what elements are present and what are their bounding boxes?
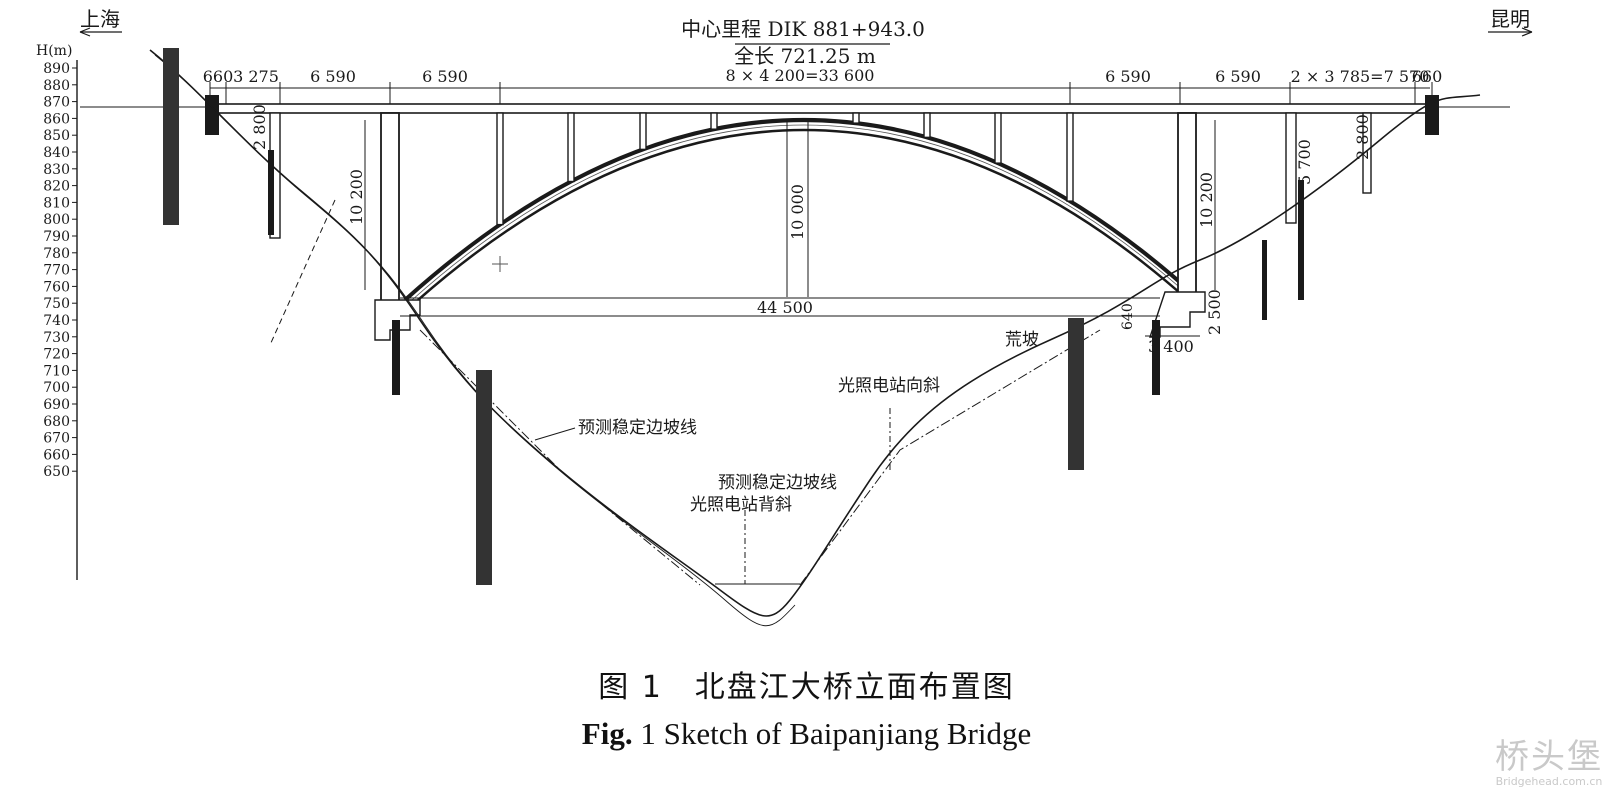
barren-slope-label: 荒坡: [1005, 330, 1039, 350]
arch-rib-lower: [417, 128, 1189, 301]
left-arrow-icon: [79, 27, 91, 37]
arch-rib-upper: [403, 118, 1202, 302]
ground-profile: [149, 49, 1481, 617]
spandrel-column: [639, 112, 647, 151]
figure-caption-cn: 图 1 北盘江大桥立面布置图: [598, 670, 1015, 705]
span-dimension-label: 660: [203, 67, 234, 86]
hatched-wall-left-top: [163, 48, 179, 225]
bridge-deck: [209, 103, 1436, 114]
axis-tick-label: 690: [43, 397, 70, 413]
axis-tick-label: 650: [43, 464, 70, 480]
span-dimension-label: 6 590: [1215, 67, 1261, 86]
left-city-label: 上海: [80, 7, 120, 31]
axis-tick-label: 730: [43, 330, 70, 346]
axis-tick-label: 850: [43, 128, 70, 144]
pier-right: [1177, 112, 1197, 304]
span-dimension-label: 3 275: [233, 67, 279, 86]
axis-tick-label: 680: [43, 414, 70, 430]
axis-label: H(m): [36, 43, 72, 59]
crosshair-icon: [492, 256, 508, 272]
watermark-site: Bridgehead.com.cn: [1495, 775, 1603, 788]
axis-tick-label: 820: [43, 179, 70, 195]
span-dimension-label: 2 × 3 785=7 570: [1291, 67, 1430, 86]
pier-height-left-label: 10 200: [347, 169, 366, 225]
right-city-label: 昆明: [1490, 7, 1530, 31]
pier-height-right-label: 10 200: [1197, 172, 1216, 228]
total-length: 全长 721.25 m: [734, 44, 876, 68]
axis-tick-label: 770: [43, 263, 70, 279]
spandrel-columns: [496, 112, 1074, 226]
span-dimension-label: 6 590: [1105, 67, 1151, 86]
axis-tick-label: 790: [43, 229, 70, 245]
spandrel-column: [994, 112, 1002, 164]
axis-tick-label: 670: [43, 431, 70, 447]
axis-tick-label: 720: [43, 347, 70, 363]
span-dimension-label: 8 × 4 200=33 600: [726, 66, 875, 85]
axis-ticks: 8908808708608508408308208108007907807707…: [43, 61, 77, 480]
hatched-wall-valley: [476, 370, 492, 585]
span-dimension-label: 6 590: [310, 67, 356, 86]
left-small-dim: 2 800: [250, 104, 269, 150]
foot-small-dim: 640: [1120, 303, 1136, 330]
hatched-wall-right: [1068, 318, 1084, 470]
watermark: 桥头堡 Bridgehead.com.cn: [1495, 739, 1603, 788]
spandrel-column: [852, 112, 860, 124]
axis-tick-label: 830: [43, 162, 70, 178]
bridge-elevation-drawing: 上海 昆明 中心里程 DIK 881+943.0 全长 721.25 m H(m…: [36, 7, 1533, 627]
watermark-name: 桥头堡: [1495, 737, 1603, 777]
axis-tick-label: 870: [43, 95, 70, 111]
axis-tick-label: 740: [43, 313, 70, 329]
span-dimension-label: 6 590: [422, 67, 468, 86]
right-small-dim-a: 5 700: [1295, 139, 1314, 185]
slope-line-right-label: 预测稳定边坡线: [718, 473, 837, 493]
axis-tick-label: 860: [43, 111, 70, 127]
arch-span-label: 44 500: [757, 298, 813, 317]
center-mileage: 中心里程 DIK 881+943.0: [681, 17, 925, 41]
right-small-dim-b: 2 800: [1353, 114, 1372, 160]
spandrel-column: [1066, 112, 1074, 202]
spandrel-column: [567, 112, 575, 183]
right-arrow-icon: [1521, 27, 1533, 37]
figure-caption-en-prefix: Fig.: [581, 716, 633, 751]
slope-line-left-label: 预测稳定边坡线: [578, 418, 697, 438]
axis-tick-label: 700: [43, 380, 70, 396]
axis-tick-label: 660: [43, 447, 70, 463]
anticline-label: 光照电站背斜: [690, 495, 792, 515]
pier-left: [380, 112, 400, 304]
foot-height-dim: 2 500: [1205, 289, 1224, 335]
axis-tick-label: 890: [43, 61, 70, 77]
axis-tick-label: 780: [43, 246, 70, 262]
axis-tick-label: 880: [43, 78, 70, 94]
figure-caption-en-rest: 1 Sketch of Baipanjiang Bridge: [640, 716, 1032, 751]
axis-tick-label: 760: [43, 279, 70, 295]
span-dimension-label: 660: [1412, 67, 1443, 86]
arch-rise-label: 10 000: [788, 184, 807, 240]
figure-caption-en: Fig. 1 Sketch of Baipanjiang Bridge: [0, 716, 1613, 752]
axis-tick-label: 840: [43, 145, 70, 161]
spandrel-column: [496, 112, 504, 226]
axis-tick-label: 810: [43, 195, 70, 211]
axis-tick-label: 710: [43, 363, 70, 379]
spandrel-column: [710, 112, 718, 130]
spandrel-column: [923, 112, 931, 139]
axis-tick-label: 800: [43, 212, 70, 228]
axis-tick-label: 750: [43, 296, 70, 312]
syncline-label: 光照电站向斜: [838, 376, 940, 396]
foot-width-dim: 3 400: [1148, 337, 1194, 356]
